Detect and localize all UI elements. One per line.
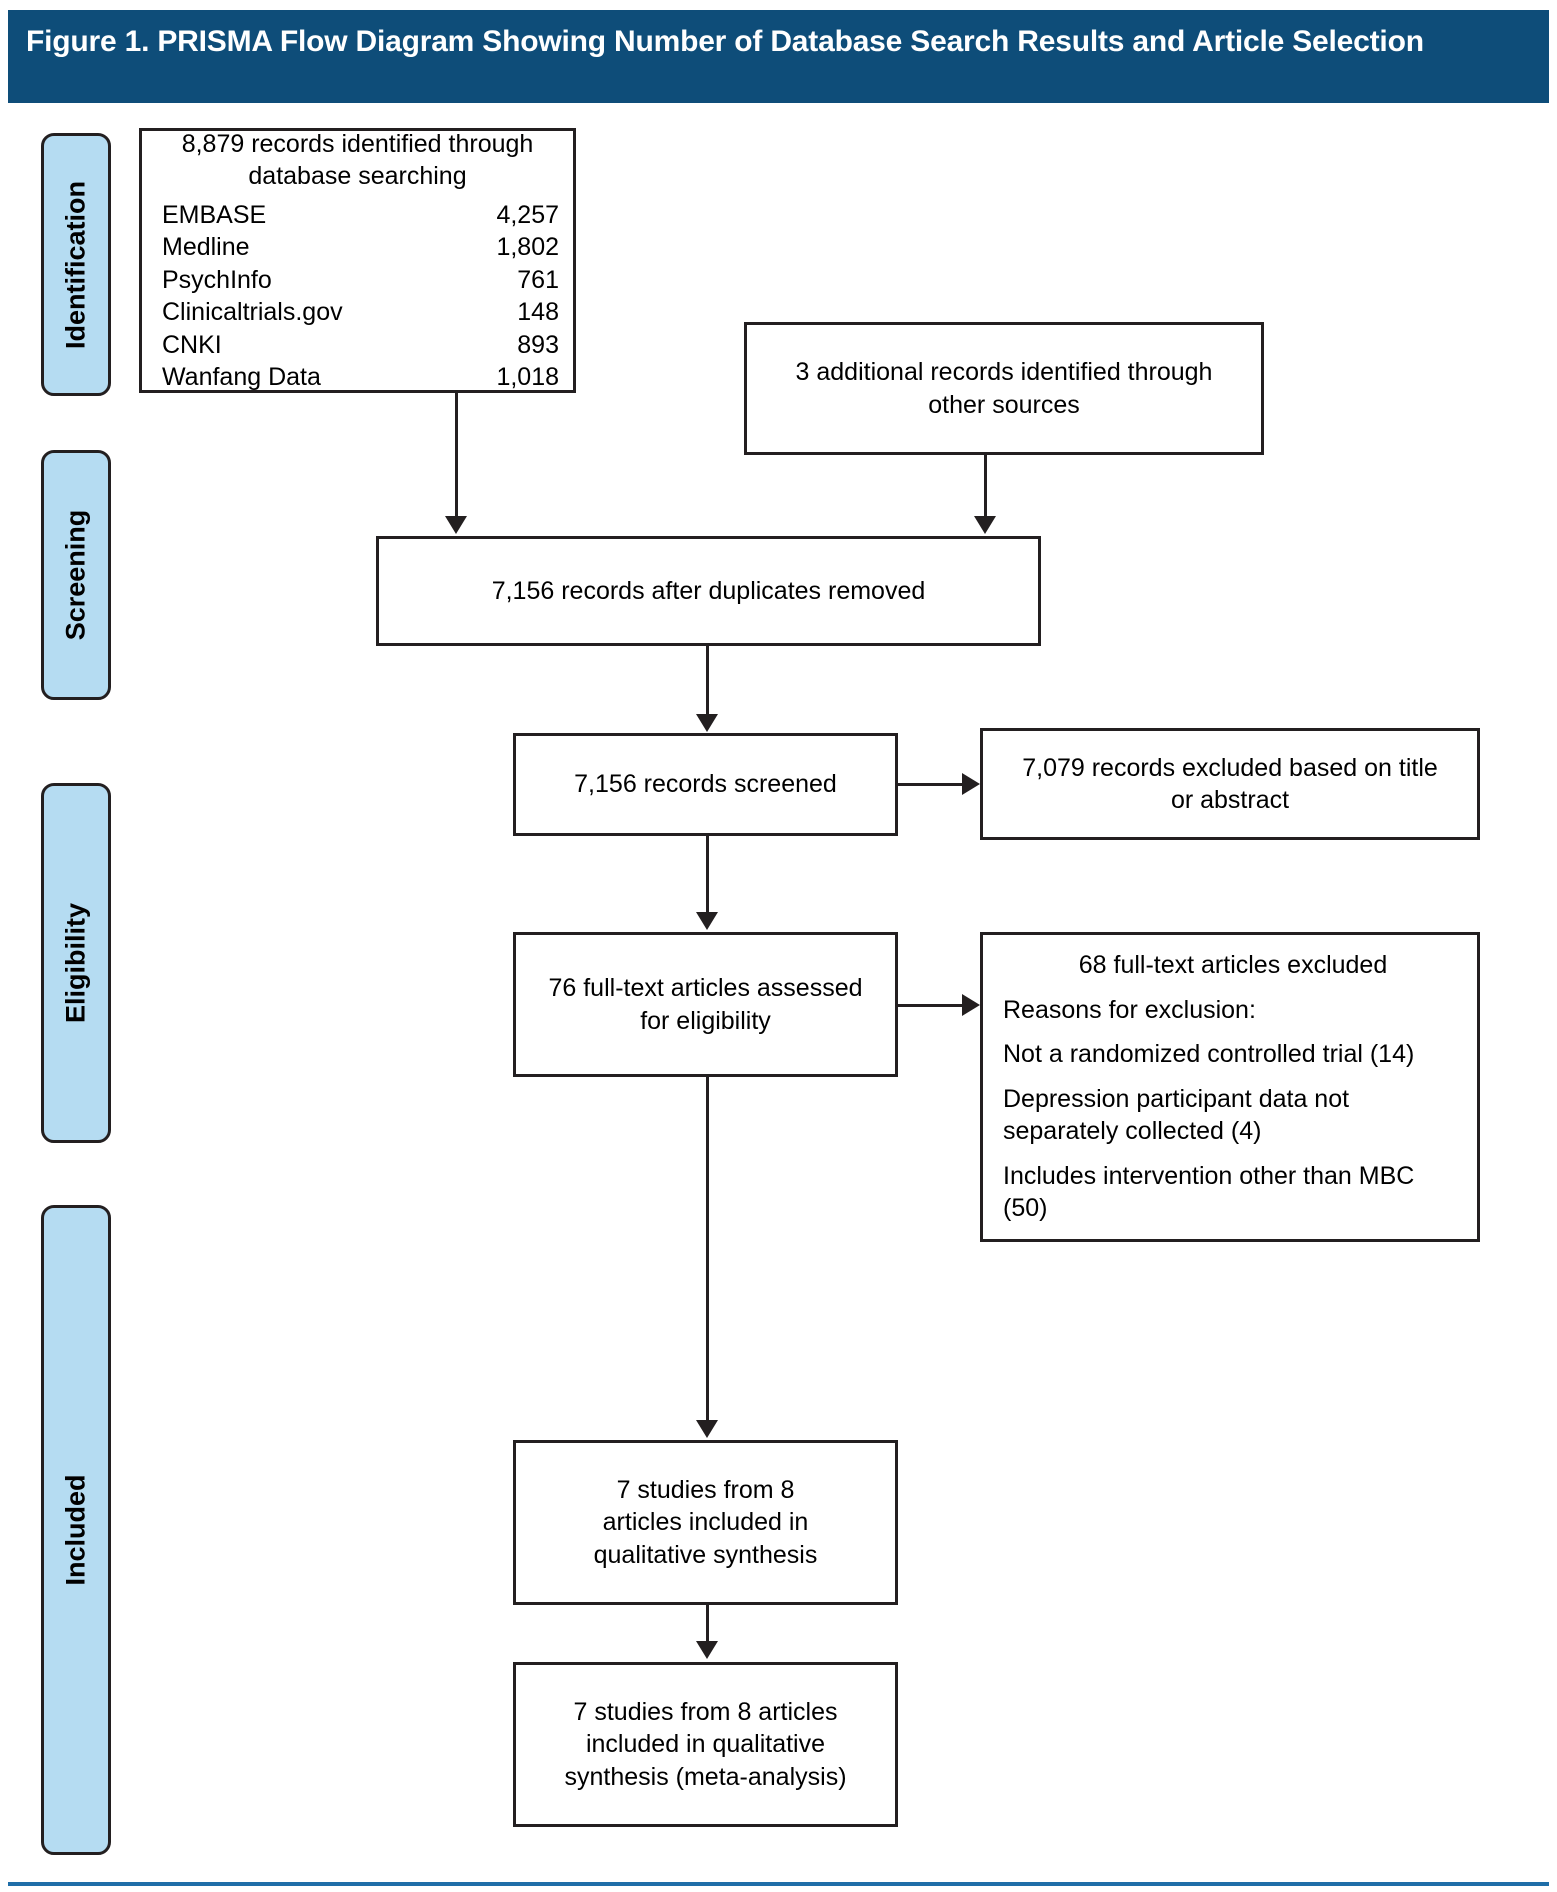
connector-fulltext-to-qualitative xyxy=(706,1077,709,1422)
additional-records-line2: other sources xyxy=(928,390,1080,419)
stage-label-included: Included xyxy=(60,1474,91,1586)
figure-title-bar: Figure 1. PRISMA Flow Diagram Showing Nu… xyxy=(8,10,1549,103)
arrowhead-identification-to-duplicates xyxy=(445,516,467,534)
database-count: 761 xyxy=(517,265,559,294)
qualitative-synthesis-line1: 7 studies from 8 xyxy=(616,1475,795,1504)
stage-pill-eligibility: Eligibility xyxy=(41,783,111,1143)
exclusion-reason-item: Depression participant data not separate… xyxy=(1003,1084,1350,1146)
connector-qualitative-to-meta xyxy=(706,1605,709,1643)
arrowhead-fulltext-to-qualitative xyxy=(696,1420,718,1438)
records-identified-heading-line2: database searching xyxy=(248,162,467,190)
duplicates-removed-text: 7,156 records after duplicates removed xyxy=(491,576,926,605)
connector-screened-to-excluded xyxy=(898,783,966,786)
connector-fulltext-to-excluded xyxy=(898,1004,966,1007)
connector-other-sources-to-duplicates xyxy=(984,455,987,518)
database-name: EMBASE xyxy=(162,200,267,229)
box-fulltext-assessed: 76 full-text articles assessed for eligi… xyxy=(513,932,898,1077)
qualitative-synthesis-line3: qualitative synthesis xyxy=(593,1540,818,1569)
connector-duplicates-to-screened xyxy=(706,646,709,716)
database-row: PsychInfo 761 xyxy=(162,264,559,297)
database-count: 148 xyxy=(517,298,559,326)
records-identified-heading: 8,879 records identified through databas… xyxy=(142,128,573,193)
records-excluded-text: 7,079 records excluded based on title or… xyxy=(983,752,1477,817)
database-count: 1,802 xyxy=(496,233,559,261)
arrowhead-fulltext-to-excluded xyxy=(962,994,980,1016)
database-name: Wanfang Data xyxy=(162,363,321,391)
fulltext-excluded-content: 68 full-text articles excluded Reasons f… xyxy=(983,949,1477,1225)
fulltext-excluded-heading: 68 full-text articles excluded xyxy=(1078,951,1388,980)
database-count: 1,018 xyxy=(496,363,559,391)
box-records-screened: 7,156 records screened xyxy=(513,733,898,836)
records-screened-text: 7,156 records screened xyxy=(574,770,837,799)
database-count: 893 xyxy=(517,330,559,359)
box-fulltext-excluded: 68 full-text articles excluded Reasons f… xyxy=(980,932,1480,1242)
box-qualitative-synthesis: 7 studies from 8 articles included in qu… xyxy=(513,1440,898,1605)
records-identified-heading-line1: 8,879 records identified through xyxy=(181,129,534,158)
arrowhead-other-sources-to-duplicates xyxy=(974,516,996,534)
meta-analysis-line3: synthesis (meta-analysis) xyxy=(564,1762,847,1791)
bottom-divider xyxy=(8,1882,1549,1886)
figure-title-text: Figure 1. PRISMA Flow Diagram Showing Nu… xyxy=(26,25,1424,58)
fulltext-assessed-line1: 76 full-text articles assessed xyxy=(548,974,863,1002)
additional-records-line1: 3 additional records identified through xyxy=(795,358,1213,386)
arrowhead-screened-to-excluded xyxy=(962,773,980,795)
box-meta-analysis: 7 studies from 8 articles included in qu… xyxy=(513,1662,898,1827)
records-excluded-line2: or abstract xyxy=(1170,786,1290,814)
arrowhead-duplicates-to-screened xyxy=(696,714,718,732)
fulltext-assessed-line2: for eligibility xyxy=(640,1006,771,1035)
database-name: CNKI xyxy=(162,330,222,359)
arrowhead-qualitative-to-meta xyxy=(696,1641,718,1659)
qualitative-synthesis-line2: articles included in xyxy=(602,1508,809,1537)
exclusion-reason-item: Not a randomized controlled trial (14) xyxy=(1003,1040,1415,1069)
database-row: Medline 1,802 xyxy=(162,231,559,264)
qualitative-synthesis-text: 7 studies from 8 articles included in qu… xyxy=(516,1474,895,1572)
database-name: Medline xyxy=(162,233,250,261)
additional-records-text: 3 additional records identified through … xyxy=(747,356,1261,421)
box-records-excluded-title-abstract: 7,079 records excluded based on title or… xyxy=(980,728,1480,840)
reasons-label: Reasons for exclusion: xyxy=(1003,995,1256,1024)
database-row: EMBASE 4,257 xyxy=(162,199,559,232)
box-additional-records: 3 additional records identified through … xyxy=(744,322,1264,455)
connector-screened-to-fulltext xyxy=(706,836,709,914)
database-name: PsychInfo xyxy=(162,265,272,294)
meta-analysis-line1: 7 studies from 8 articles xyxy=(573,1697,838,1726)
database-name: Clinicaltrials.gov xyxy=(162,298,343,326)
database-row: CNKI 893 xyxy=(162,329,559,362)
connector-identification-to-duplicates xyxy=(455,393,458,518)
database-counts-list: EMBASE 4,257 Medline 1,802 PsychInfo 761… xyxy=(142,199,573,394)
stage-pill-identification: Identification xyxy=(41,133,111,396)
database-row: Clinicaltrials.gov 148 xyxy=(162,296,559,329)
stage-label-eligibility: Eligibility xyxy=(60,902,91,1024)
meta-analysis-line2: included in qualitative xyxy=(585,1730,826,1759)
box-records-identified: 8,879 records identified through databas… xyxy=(139,128,576,393)
stage-label-identification: Identification xyxy=(60,180,91,349)
arrowhead-screened-to-fulltext xyxy=(696,912,718,930)
stage-pill-screening: Screening xyxy=(41,450,111,700)
box-duplicates-removed: 7,156 records after duplicates removed xyxy=(376,536,1041,646)
meta-analysis-text: 7 studies from 8 articles included in qu… xyxy=(516,1696,895,1794)
stage-label-screening: Screening xyxy=(60,509,91,641)
database-row: Wanfang Data 1,018 xyxy=(162,361,559,394)
stage-pill-included: Included xyxy=(41,1205,111,1855)
records-excluded-line1: 7,079 records excluded based on title xyxy=(1022,753,1438,782)
fulltext-assessed-text: 76 full-text articles assessed for eligi… xyxy=(516,972,895,1037)
exclusion-reason-item: Includes intervention other than MBC (50… xyxy=(1003,1161,1415,1223)
database-count: 4,257 xyxy=(496,200,559,229)
